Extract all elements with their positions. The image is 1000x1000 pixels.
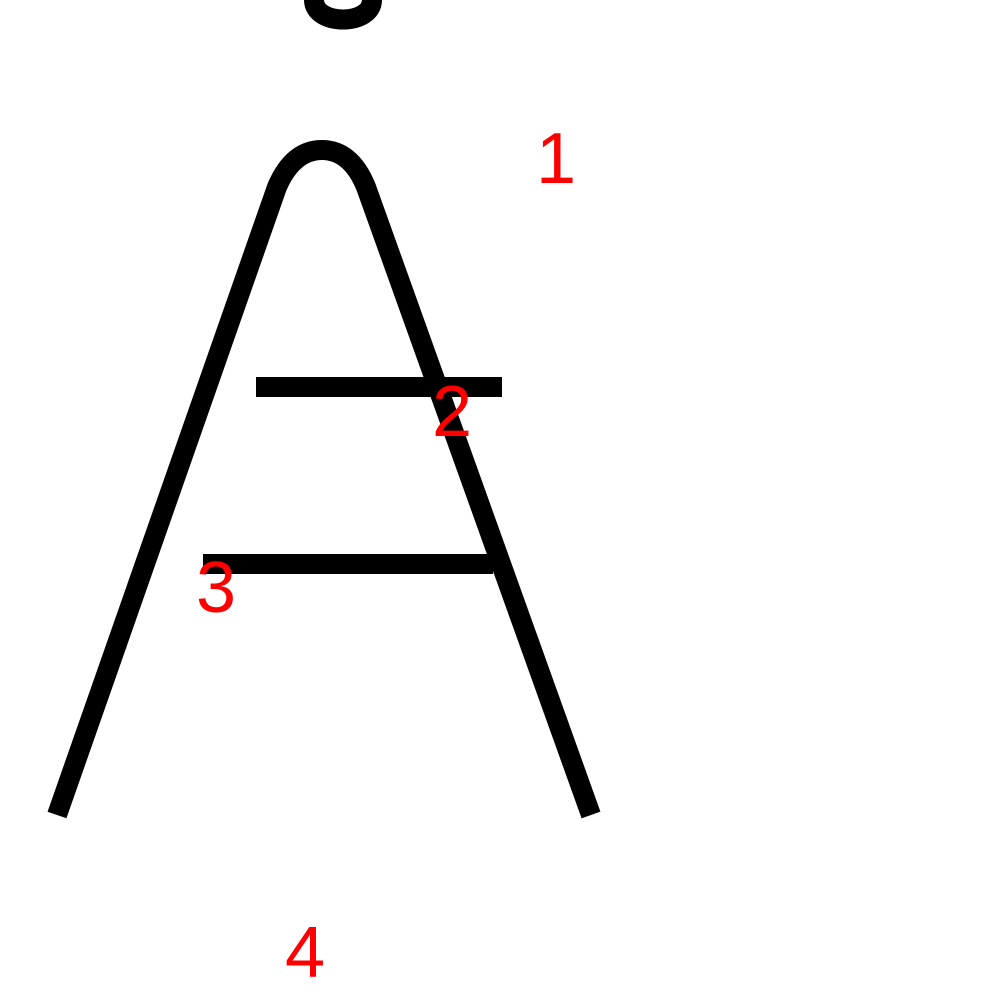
ladder-frame	[47, 140, 601, 819]
marker-4: 4	[285, 913, 325, 993]
marker-3: 3	[196, 548, 236, 628]
marker-1: 1	[536, 119, 576, 199]
top-ring-shape	[304, 0, 382, 30]
marker-2: 2	[432, 372, 472, 452]
